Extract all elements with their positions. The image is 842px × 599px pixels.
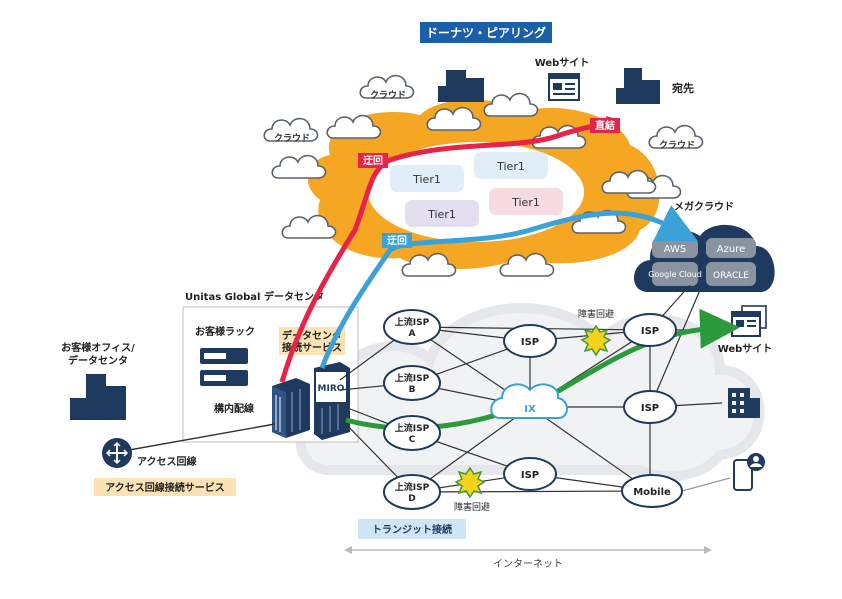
access-line-link	[117, 423, 276, 453]
detour-route-red	[279, 119, 613, 383]
internet-label: インターネット	[493, 558, 563, 570]
svg-text:IX: IX	[524, 404, 536, 415]
header-title: ドーナツ・ピアリング	[426, 25, 546, 40]
svg-text:クラウド: クラウド	[274, 133, 310, 144]
svg-text:Mobile: Mobile	[633, 487, 671, 498]
tier1-box: Tier1	[474, 152, 548, 179]
megacloud-label: メガクラウド	[674, 200, 734, 213]
svg-text:D: D	[408, 494, 415, 504]
customer-office-line1: お客様オフィス/	[61, 341, 135, 354]
svg-text:上流ISP: 上流ISP	[395, 422, 430, 434]
svg-text:Tier1: Tier1	[427, 208, 456, 221]
svg-text:ORACLE: ORACLE	[713, 271, 749, 281]
website-icon	[548, 73, 580, 101]
website-label-top: Webサイト	[535, 57, 590, 69]
svg-text:Google Cloud: Google Cloud	[648, 270, 702, 279]
upstream-isp-c-node: 上流ISP C	[383, 415, 441, 451]
svg-text:A: A	[409, 329, 416, 339]
unitas-datacenter-label: Unitas Global データセンタ	[185, 290, 324, 303]
svg-text:クラウド: クラウド	[370, 90, 406, 101]
cloud-icon: クラウド	[648, 124, 704, 151]
cloud-icon: クラウド	[359, 74, 415, 101]
svg-text:ISP: ISP	[521, 470, 539, 481]
tier1-box: Tier1	[489, 188, 563, 215]
detour-label-red: 迂回	[358, 153, 388, 168]
access-router-icon	[102, 438, 132, 468]
destination-label: 宛先	[671, 81, 694, 95]
svg-text:上流ISP: 上流ISP	[395, 316, 430, 328]
website-icon	[731, 305, 767, 337]
tier1-box: Tier1	[405, 200, 479, 227]
isp-node: ISP	[623, 390, 677, 424]
upstream-isp-d-node: 上流ISP D	[383, 474, 441, 510]
fault-avoidance-label: 障害回避	[578, 308, 614, 320]
svg-text:ISP: ISP	[641, 403, 659, 414]
megacloud-oracle: ORACLE	[706, 262, 756, 286]
website-label-right: Webサイト	[718, 343, 773, 355]
svg-text:迂回: 迂回	[387, 235, 407, 247]
svg-text:C: C	[409, 435, 416, 445]
customer-rack-icon	[200, 348, 248, 386]
miro-router: MIRO	[314, 362, 350, 440]
destination-building-icon	[616, 68, 660, 104]
tier1-box: Tier1	[390, 165, 464, 192]
detour-label-blue: 迂回	[382, 233, 412, 248]
mobile-node: Mobile	[621, 474, 683, 508]
svg-text:ISP: ISP	[521, 337, 539, 348]
isp-node: ISP	[503, 324, 557, 358]
upstream-isp-a-node: 上流ISP A	[383, 309, 441, 345]
upstream-isp-b-node: 上流ISP B	[383, 365, 441, 401]
svg-text:Tier1: Tier1	[496, 160, 525, 173]
isp-node: ISP	[503, 457, 557, 491]
customer-office-building-icon	[70, 374, 126, 420]
internet-range-arrow	[344, 546, 712, 554]
fault-avoidance-label: 障害回避	[454, 501, 490, 513]
megacloud-aws: AWS	[652, 238, 698, 258]
megacloud-azure: Azure	[706, 238, 756, 258]
mobile-user-icon	[733, 453, 765, 491]
svg-text:上流ISP: 上流ISP	[395, 372, 430, 384]
customer-office-line2: データセンタ	[68, 354, 128, 367]
transit-box	[358, 519, 466, 539]
mobile-user-link	[681, 477, 731, 492]
access-line-label: アクセス回線	[137, 455, 197, 468]
megacloud-google: Google Cloud	[648, 262, 702, 286]
fault-burst-icon	[580, 324, 612, 357]
isp-node: ISP	[623, 313, 677, 347]
building-icon	[438, 70, 484, 102]
header-banner	[420, 22, 552, 43]
building-icon	[728, 388, 760, 418]
ix-node: IX	[490, 383, 568, 419]
transit-label: トランジット接続	[372, 523, 452, 536]
cloud-icon	[271, 154, 327, 179]
svg-text:迂回: 迂回	[363, 155, 383, 167]
cloud-icon	[483, 92, 539, 117]
svg-text:Azure: Azure	[717, 244, 745, 255]
svg-text:Tier1: Tier1	[511, 196, 540, 209]
svg-text:B: B	[409, 385, 416, 395]
detour-route-blue	[319, 205, 698, 369]
fault-burst-icon	[454, 466, 486, 499]
svg-text:クラウド: クラウド	[659, 140, 695, 151]
svg-text:ISP: ISP	[641, 326, 659, 337]
server-rack-icon	[272, 378, 310, 438]
svg-text:直結: 直結	[595, 119, 615, 132]
direct-label: 直結	[590, 118, 620, 133]
access-service-label: アクセス回線接続サービス	[105, 481, 225, 494]
customer-rack-label: お客様ラック	[195, 325, 255, 338]
svg-text:MIRO: MIRO	[318, 384, 345, 394]
cloud-icon: クラウド	[263, 117, 319, 144]
svg-text:上流ISP: 上流ISP	[395, 481, 430, 493]
access-service-box	[94, 478, 236, 496]
internal-wiring-label: 構内配線	[214, 402, 254, 415]
svg-text:AWS: AWS	[664, 244, 687, 255]
svg-text:Tier1: Tier1	[412, 173, 441, 186]
